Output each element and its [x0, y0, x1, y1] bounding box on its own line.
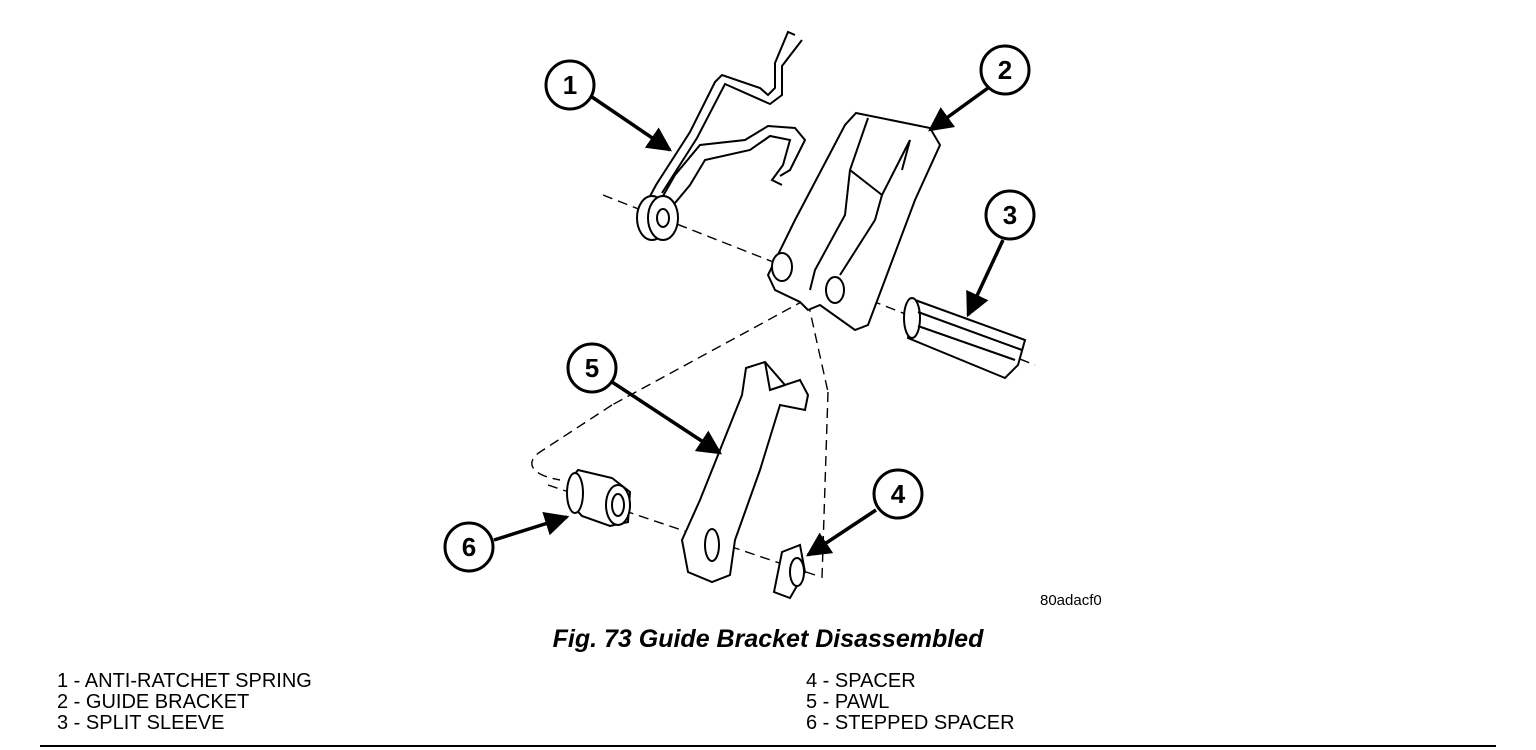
- callout-6-label: 6: [462, 532, 476, 562]
- callout-5-label: 5: [585, 353, 599, 383]
- legend-item: 1 - ANTI-RATCHET SPRING: [57, 670, 312, 692]
- guide-bracket-part: [766, 111, 942, 332]
- callout-2-label: 2: [998, 55, 1012, 85]
- legend-item: 5 - PAWL: [806, 691, 890, 713]
- pawl-part: [680, 360, 810, 584]
- callout-3: 3: [984, 189, 1036, 241]
- callout-6: 6: [443, 521, 495, 573]
- legend-item: 6 - STEPPED SPACER: [806, 712, 1015, 734]
- split-sleeve-part: [903, 297, 1027, 380]
- bottom-divider: [40, 745, 1496, 747]
- spacer-part: [772, 543, 807, 600]
- callout-1-label: 1: [563, 70, 577, 100]
- callout-3-label: 3: [1003, 200, 1017, 230]
- stepped-spacer-part: [566, 468, 632, 528]
- callout-1: 1: [544, 59, 596, 111]
- legend-item: 3 - SPLIT SLEEVE: [57, 712, 225, 734]
- figure-caption: Fig. 73 Guide Bracket Disassembled: [552, 625, 984, 653]
- callout-2: 2: [979, 44, 1031, 96]
- legend-right-column: 4 - SPACER 5 - PAWL 6 - STEPPED SPACER: [806, 671, 1015, 734]
- legend-left-column: 1 - ANTI-RATCHET SPRING 2 - GUIDE BRACKE…: [57, 671, 312, 734]
- callout-4-label: 4: [891, 479, 906, 509]
- callout-4: 4: [872, 468, 924, 520]
- anti-ratchet-spring-part: [636, 30, 807, 241]
- callout-5: 5: [566, 342, 618, 394]
- leader-arrows: [493, 86, 1005, 557]
- exploded-view-diagram: 1 2 3 4 5 6: [443, 30, 1036, 600]
- legend-item: 2 - GUIDE BRACKET: [57, 691, 250, 713]
- legend-item: 4 - SPACER: [806, 670, 916, 692]
- figure-code: 80adacf0: [1040, 592, 1102, 609]
